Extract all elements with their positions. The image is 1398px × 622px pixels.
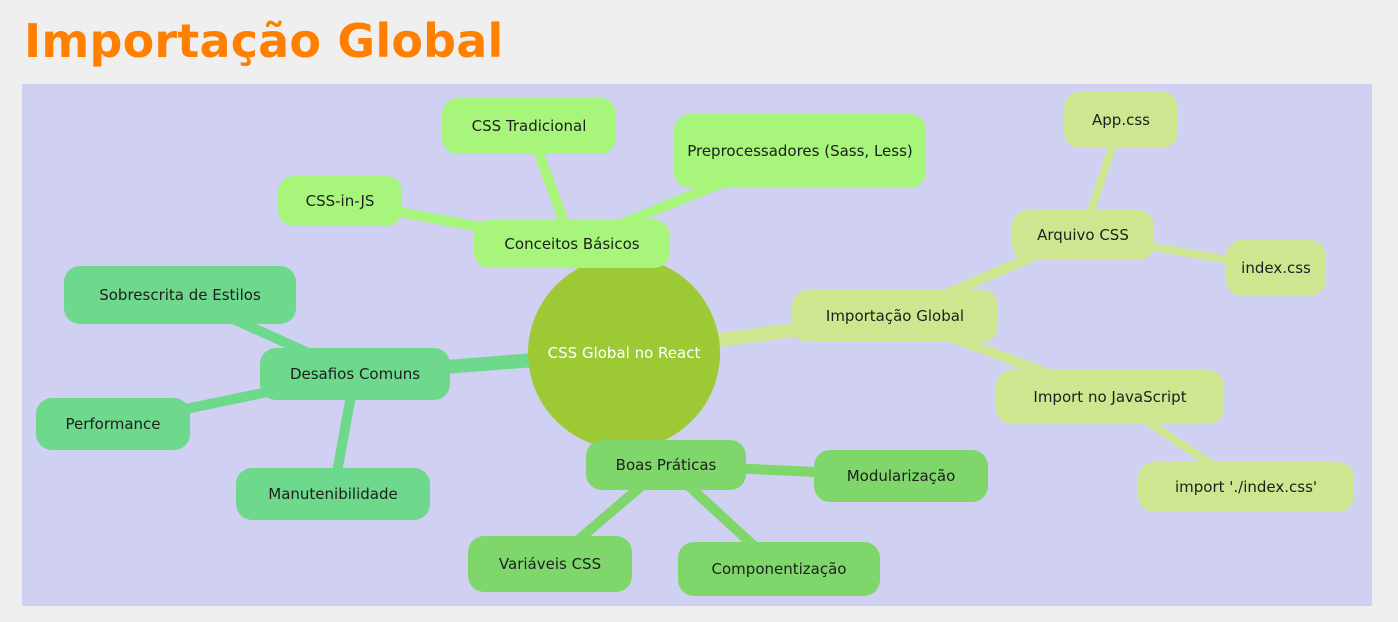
node-sobrescrita-de-estilos: Sobrescrita de Estilos <box>64 266 296 324</box>
node-variaveis-css: Variáveis CSS <box>468 536 632 592</box>
node-arquivo-css: Arquivo CSS <box>1012 210 1154 260</box>
node-css-in-js: CSS-in-JS <box>278 176 402 226</box>
node-desafios-comuns: Desafios Comuns <box>260 348 450 400</box>
node-boas-praticas: Boas Práticas <box>586 440 746 490</box>
node-import-statement: import './index.css' <box>1138 462 1354 512</box>
node-componentizacao: Componentização <box>678 542 880 596</box>
node-manutenibilidade: Manutenibilidade <box>236 468 430 520</box>
mindmap-diagram: CSS Global no React Conceitos Básicos CS… <box>22 84 1372 606</box>
node-app-css: App.css <box>1064 92 1178 148</box>
node-importacao-global: Importação Global <box>792 290 998 342</box>
node-performance: Performance <box>36 398 190 450</box>
node-css-tradicional: CSS Tradicional <box>442 98 616 154</box>
node-preprocessadores: Preprocessadores (Sass, Less) <box>674 114 926 188</box>
node-index-css: index.css <box>1226 240 1326 296</box>
node-import-no-javascript: Import no JavaScript <box>996 370 1224 424</box>
mindmap-root-node: CSS Global no React <box>528 257 720 449</box>
node-modularizacao: Modularização <box>814 450 988 502</box>
node-conceitos-basicos: Conceitos Básicos <box>474 220 670 268</box>
page-title: Importação Global <box>24 14 504 68</box>
